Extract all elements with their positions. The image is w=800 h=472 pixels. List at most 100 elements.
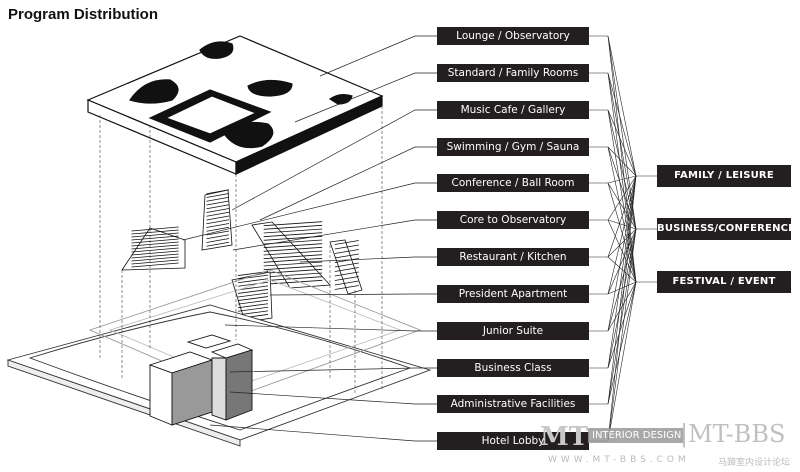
tower-stripe	[237, 292, 269, 298]
tower-stripe	[263, 261, 323, 267]
tower-stripe	[206, 238, 230, 243]
connector-line	[607, 228, 637, 295]
tower-stripe	[131, 253, 179, 259]
tower-stripe	[131, 244, 179, 250]
leader-line	[229, 367, 437, 373]
tower-stripe	[334, 271, 359, 277]
connector-line	[607, 281, 637, 405]
tower-stripe	[263, 265, 323, 271]
category-label: FAMILY / LEISURE	[657, 165, 791, 187]
connector-line	[607, 175, 637, 369]
connector-line	[607, 175, 637, 405]
category-label: FESTIVAL / EVENT	[657, 271, 791, 293]
tower-stripe	[206, 196, 230, 202]
tower-stripe	[206, 208, 230, 213]
tower-stripe	[131, 241, 179, 247]
tower-stripe	[206, 234, 230, 240]
connector-line	[607, 175, 637, 442]
program-label: Conference / Ball Room	[437, 174, 589, 192]
roof-slab	[86, 35, 384, 175]
leader-line	[259, 146, 437, 221]
tower-stripe	[131, 247, 179, 253]
tower-stripe	[206, 211, 230, 217]
tower-stripe	[334, 258, 359, 263]
connector-line	[607, 228, 637, 369]
connector-line	[607, 175, 637, 332]
projection-lines	[99, 106, 383, 395]
tower-stripe	[334, 267, 359, 272]
connector-line	[607, 228, 637, 405]
tower-stripe	[206, 223, 230, 228]
tower-stripe	[206, 204, 230, 210]
tower-stripe	[263, 224, 323, 230]
leader-line	[269, 293, 437, 296]
tower-stripe	[131, 250, 179, 256]
connector-line	[607, 175, 637, 221]
tower-stripe	[206, 241, 230, 247]
program-label: Administrative Facilities	[437, 395, 589, 413]
leader-line	[231, 109, 437, 211]
leader-line	[224, 324, 437, 332]
tower-stripe	[206, 219, 230, 225]
tower-stripe	[263, 268, 323, 274]
program-label: Standard / Family Rooms	[437, 64, 589, 82]
leader-line	[294, 72, 437, 123]
tower-stripe	[206, 189, 230, 195]
tower-stripe	[131, 226, 179, 232]
tower-stripe	[131, 229, 179, 235]
tower-stripe	[131, 238, 179, 244]
tower-stripe	[263, 254, 323, 260]
tower-stripe	[334, 253, 359, 259]
connector-line	[607, 146, 637, 177]
tower-stripe	[237, 296, 269, 301]
tower-stripe	[237, 274, 269, 280]
tower-stripe	[334, 276, 359, 281]
tower-stripe	[237, 303, 269, 309]
connector-line	[607, 228, 637, 258]
connector-line	[607, 72, 637, 177]
connector-line	[607, 256, 637, 283]
tower-stripe	[263, 250, 323, 256]
program-label: Business Class	[437, 359, 589, 377]
tower-stripe	[206, 193, 230, 198]
tower-stripe	[263, 246, 323, 252]
tower-stripe	[263, 279, 323, 285]
connector-line	[607, 72, 637, 283]
program-label: President Apartment	[437, 285, 589, 303]
tower-stripe	[131, 259, 179, 265]
program-label: Lounge / Observatory	[437, 27, 589, 45]
program-label: Swimming / Gym / Sauna	[437, 138, 589, 156]
tower-stripe	[237, 281, 269, 287]
program-label: Music Cafe / Gallery	[437, 101, 589, 119]
leader-line	[299, 256, 437, 263]
leader-lines	[182, 35, 437, 442]
connector-line	[607, 219, 637, 283]
connector-line	[607, 175, 637, 184]
program-label: Junior Suite	[437, 322, 589, 340]
tower-stripe	[206, 200, 230, 206]
tower-stripe	[237, 289, 269, 294]
connector-line	[607, 35, 637, 177]
tower-stripe	[237, 285, 269, 291]
connector-line	[607, 228, 637, 332]
tower-stripe	[237, 299, 269, 305]
connector-line	[607, 109, 637, 177]
tower-stripe	[206, 226, 230, 232]
tower-stripe	[263, 272, 323, 278]
tower-volume	[329, 239, 363, 295]
towers	[121, 189, 363, 323]
tower-stripe	[131, 235, 179, 241]
tower-volume	[121, 227, 186, 271]
leader-line	[182, 182, 437, 241]
tower-stripe	[334, 285, 359, 290]
connector-line	[607, 175, 637, 258]
tower-stripe	[334, 280, 359, 286]
leader-line	[229, 391, 437, 405]
connector-line	[607, 281, 637, 442]
tower-stripe	[334, 244, 359, 250]
category-label: BUSINESS/CONFERENCE	[657, 218, 795, 240]
tower-stripe	[131, 256, 179, 262]
connector-line	[607, 219, 637, 230]
